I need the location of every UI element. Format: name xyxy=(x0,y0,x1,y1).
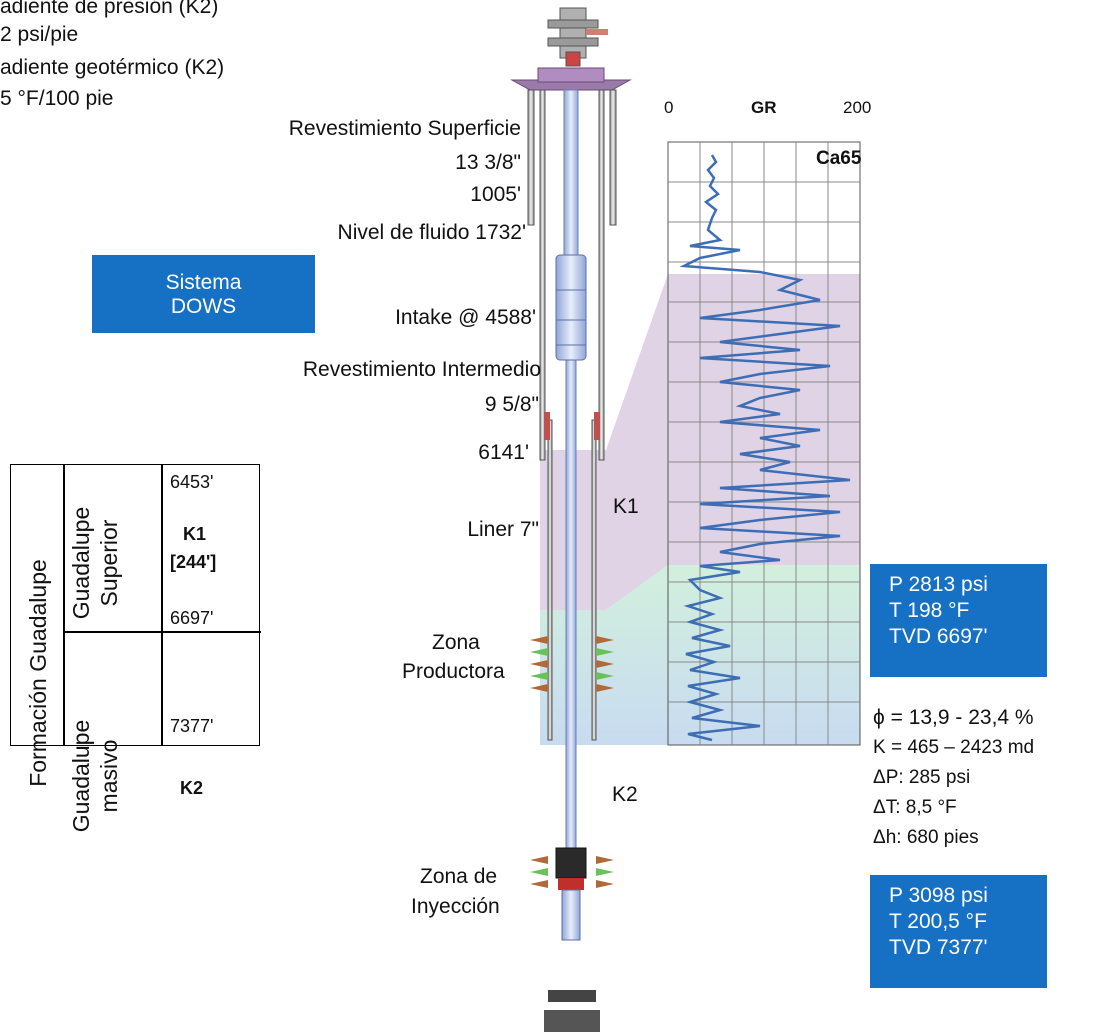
intermediate-casing-label: Revestimiento Intermedio xyxy=(302,358,541,381)
delta-pressure: ΔP: 285 psi xyxy=(873,767,971,788)
massive-unit-line-2: masivo xyxy=(96,739,122,813)
casings xyxy=(527,89,617,741)
log-grid xyxy=(667,141,861,746)
zone-k1-label: K1 xyxy=(613,495,639,518)
k1-pressure: P 2813 psi xyxy=(889,573,988,596)
log-curve-name: GR xyxy=(751,98,777,117)
production-zone-label-1: Zona xyxy=(432,631,480,654)
wellhead xyxy=(510,7,632,91)
gr-log-curve xyxy=(679,154,851,742)
upper-unit-line-1: Guadalupe xyxy=(68,506,94,620)
k1-table-label: K1 xyxy=(183,524,207,544)
geothermal-gradient-title: adiente geotérmico (K2) xyxy=(0,56,225,79)
k1-conditions-box: P 2813 psi T 198 °F TVD 6697' xyxy=(870,564,1047,677)
k2-table-label: K2 xyxy=(180,778,204,798)
permeability-range: K = 465 – 2423 md xyxy=(873,737,1035,758)
intake-label: Intake @ 4588' xyxy=(395,306,536,329)
k1-tvd: TVD 6697' xyxy=(889,625,988,648)
geothermal-gradient-value: 5 °F/100 pie xyxy=(0,87,114,110)
top-k1-depth: 6453' xyxy=(170,472,214,492)
log-scale-min: 0 xyxy=(664,98,674,117)
tubing xyxy=(563,89,579,256)
k2-tvd: TVD 7377' xyxy=(889,936,988,959)
pressure-gradient-value: 2 psi/pie xyxy=(0,23,79,46)
log-well-name: Ca65 xyxy=(816,148,862,169)
upper-unit-line-2: Superior xyxy=(96,519,122,607)
injection-zone-label-1: Zona de xyxy=(420,865,498,888)
strat-table xyxy=(10,464,261,746)
production-perforations xyxy=(530,636,614,692)
formation-label: Formación Guadalupe xyxy=(25,559,51,787)
liner-label: Liner 7" xyxy=(467,518,539,541)
surface-casing-label: Revestimiento Superficie xyxy=(288,117,521,140)
zone-k2-label: K2 xyxy=(612,783,638,806)
surface-casing-depth: 1005' xyxy=(470,183,521,206)
surface-casing-size: 13 3/8" xyxy=(455,151,521,174)
k2-conditions-box: P 3098 psi T 200,5 °F TVD 7377' xyxy=(870,875,1047,988)
injection-zone-label-2: Inyección xyxy=(411,895,500,918)
fluid-level-label: Nivel de fluido 1732' xyxy=(337,221,526,244)
intermediate-casing-depth: 6141' xyxy=(478,441,529,464)
base-k2-depth: 7377' xyxy=(170,716,214,736)
pressure-gradient-title: adiente de presión (K2) xyxy=(0,0,219,18)
system-line-1: Sistema xyxy=(165,271,242,294)
dows-pump xyxy=(544,254,600,1032)
system-dows-box: Sistema DOWS xyxy=(92,255,315,333)
delta-height: Δh: 680 pies xyxy=(873,827,979,848)
base-k1-depth: 6697' xyxy=(170,608,214,628)
system-line-2: DOWS xyxy=(170,295,237,318)
intermediate-casing-size: 9 5/8" xyxy=(484,393,539,416)
upper-unit-label: Guadalupe Superior xyxy=(67,503,123,623)
massive-unit-line-1: Guadalupe xyxy=(68,719,94,833)
k2-temperature: T 200,5 °F xyxy=(889,910,987,933)
massive-unit-label: Guadalupe masivo xyxy=(67,716,123,836)
k1-thickness: [244'] xyxy=(170,552,217,572)
production-zone-label-2: Productora xyxy=(402,660,505,683)
porosity-range: ϕ = 13,9 - 23,4 % xyxy=(873,706,1034,729)
k2-pressure: P 3098 psi xyxy=(889,884,988,907)
k1-temperature: T 198 °F xyxy=(889,599,970,622)
injection-perforations xyxy=(530,856,614,888)
log-scale-max: 200 xyxy=(843,98,872,117)
delta-temperature: ΔT: 8,5 °F xyxy=(873,797,957,818)
